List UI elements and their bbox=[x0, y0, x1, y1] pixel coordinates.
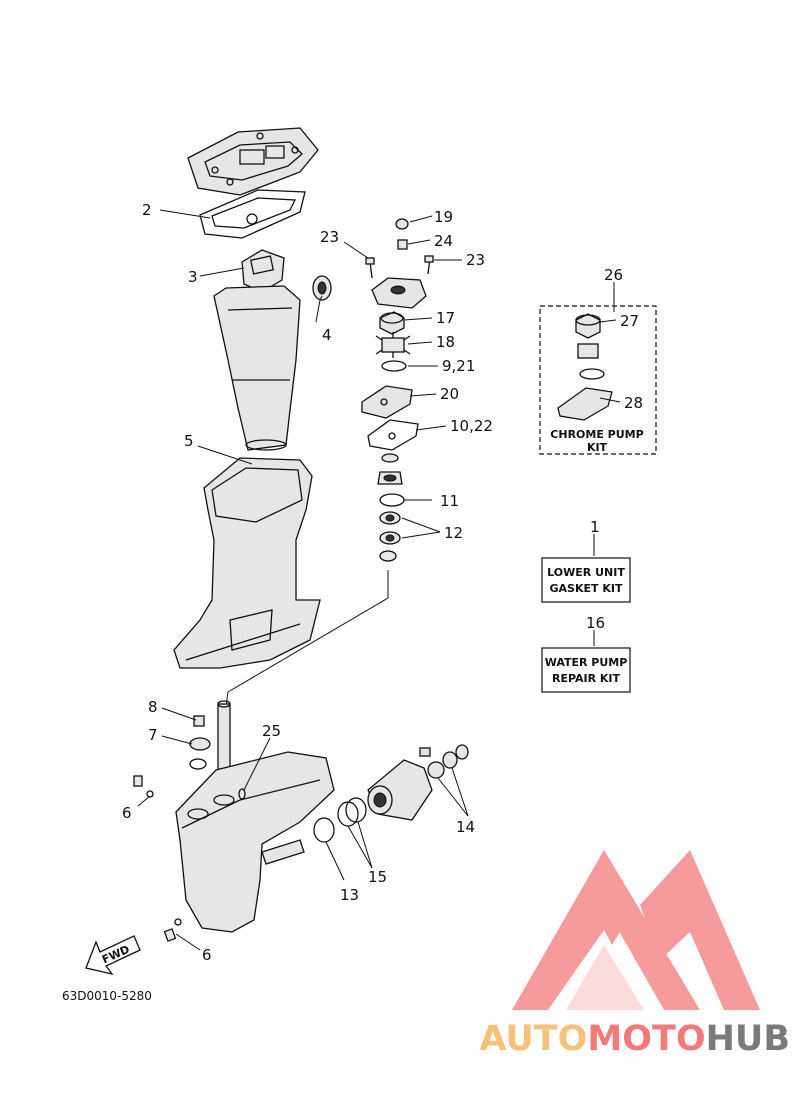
chrome-pump-kit-line1: CHROME PUMP bbox=[550, 428, 643, 441]
water-pump-kit-line2: REPAIR KIT bbox=[552, 672, 621, 685]
callout-28: 28 bbox=[624, 394, 643, 412]
callout-15: 15 bbox=[368, 868, 387, 886]
lower-unit-kit-line1: LOWER UNIT bbox=[547, 566, 625, 579]
callout-3: 3 bbox=[188, 268, 198, 286]
callout-12: 12 bbox=[444, 524, 463, 542]
gasket-2[interactable] bbox=[199, 189, 306, 239]
callout-8: 8 bbox=[148, 698, 158, 716]
seal-4[interactable] bbox=[312, 275, 332, 301]
callout-11: 11 bbox=[440, 492, 459, 510]
callout-25: 25 bbox=[262, 722, 281, 740]
callout-16: 16 bbox=[586, 614, 605, 632]
exhaust-guide-plate[interactable] bbox=[187, 127, 319, 196]
callout-7: 7 bbox=[148, 726, 158, 744]
upper-casing[interactable] bbox=[173, 457, 321, 669]
small-parts-lower[interactable] bbox=[133, 715, 246, 942]
callout-2: 2 bbox=[142, 201, 152, 219]
fwd-label: FWD bbox=[100, 943, 132, 967]
callout-9-21: 9,21 bbox=[442, 357, 475, 375]
lower-unit-kit-line2: GASKET KIT bbox=[550, 582, 623, 595]
callout-4: 4 bbox=[322, 326, 332, 344]
fwd-arrow-icon: FWD bbox=[85, 935, 141, 976]
callout-20: 20 bbox=[440, 385, 459, 403]
watermark-auto: AUTO bbox=[479, 1019, 587, 1059]
callout-18: 18 bbox=[436, 333, 455, 351]
chrome-pump-kit-box bbox=[539, 305, 657, 455]
callout-numbers: 2 3 4 5 19 24 23 23 17 18 9,21 20 10,22 … bbox=[122, 201, 643, 964]
callout-13: 13 bbox=[340, 886, 359, 904]
callout-17: 17 bbox=[436, 309, 455, 327]
watermark-text: AUTOMOTOHUB bbox=[479, 1019, 790, 1059]
chrome-pump-kit-parts[interactable] bbox=[557, 313, 613, 421]
leader-lines bbox=[137, 209, 621, 951]
callout-14: 14 bbox=[456, 818, 475, 836]
orings-13-15[interactable] bbox=[313, 797, 367, 843]
water-pump-kit-line1: WATER PUMP bbox=[545, 656, 628, 669]
callout-26: 26 bbox=[604, 266, 623, 284]
exhaust-manifold-3[interactable] bbox=[241, 249, 285, 293]
lower-unit-gasket-kit[interactable]: LOWER UNIT GASKET KIT bbox=[541, 557, 631, 603]
callout-5: 5 bbox=[184, 432, 194, 450]
water-pump-repair-kit[interactable]: WATER PUMP REPAIR KIT bbox=[541, 647, 631, 693]
watermark-logo bbox=[512, 850, 760, 1010]
callout-23-left: 23 bbox=[320, 228, 339, 246]
lower-case[interactable] bbox=[175, 751, 335, 933]
exhaust-tube[interactable] bbox=[213, 285, 301, 451]
callout-23-right: 23 bbox=[466, 251, 485, 269]
watermark-hub: HUB bbox=[706, 1019, 790, 1059]
callout-1: 1 bbox=[590, 518, 600, 536]
watermark-moto: MOTO bbox=[587, 1019, 705, 1059]
callout-6-upper: 6 bbox=[122, 804, 132, 822]
callout-10-22: 10,22 bbox=[450, 417, 493, 435]
callout-19: 19 bbox=[434, 208, 453, 226]
callout-6-lower: 6 bbox=[202, 946, 212, 964]
callout-24: 24 bbox=[434, 232, 453, 250]
chrome-pump-kit-line2: KIT bbox=[587, 441, 608, 454]
callout-27: 27 bbox=[620, 312, 639, 330]
diagram-code: 63D0010-5280 bbox=[62, 989, 152, 1003]
pump-stack[interactable] bbox=[361, 218, 434, 562]
prop-shaft-housing-14[interactable] bbox=[367, 744, 469, 821]
